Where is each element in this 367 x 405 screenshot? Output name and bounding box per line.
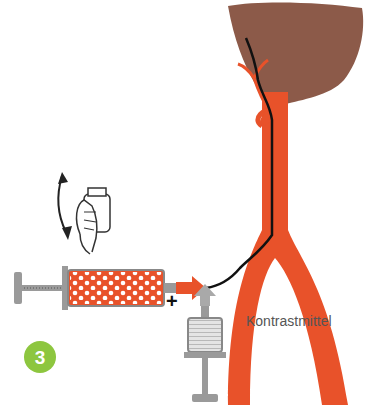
contrast-syringe [184, 306, 226, 402]
hand-with-vial [58, 172, 110, 254]
catheter [206, 38, 272, 288]
callout-number: 3 [35, 348, 46, 367]
liver [228, 2, 363, 104]
substance-label: Kontrastmittel [246, 314, 332, 328]
plus-sign: + [166, 291, 178, 311]
grey-arrow [194, 284, 216, 306]
microsphere-syringe [14, 266, 176, 310]
aorta [228, 92, 348, 405]
catheter-branch [258, 111, 266, 126]
step-circle: 3 [24, 341, 56, 373]
